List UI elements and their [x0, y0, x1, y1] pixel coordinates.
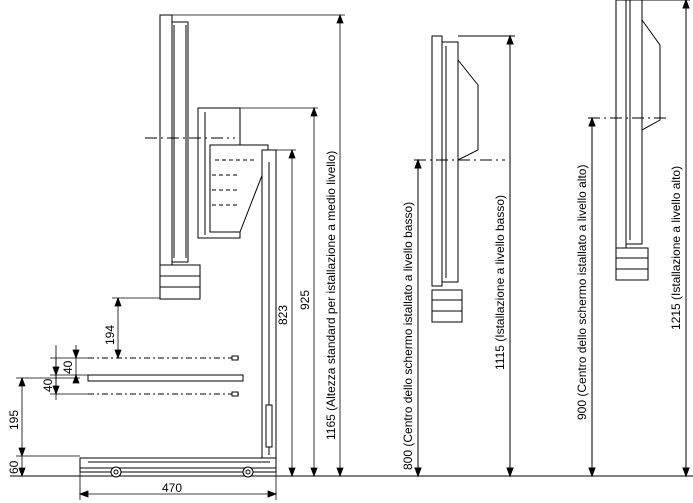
dim-label-1165: 1165 (Altezza standard per istallazione …	[324, 151, 338, 440]
dim-label-925: 925	[298, 290, 312, 310]
speaker-unit	[615, 247, 649, 281]
speaker-unit	[431, 289, 463, 323]
dim-label-800: 800 (Centro dello schermo istallato a li…	[401, 202, 415, 470]
speaker-unit	[159, 264, 201, 300]
stand-unit-low	[414, 34, 515, 478]
shelf	[87, 374, 244, 382]
dim-label-1115: 1115 (Istallazione a livello basso)	[493, 195, 507, 370]
wheel-icon	[110, 466, 122, 478]
dim-label-195: 195	[7, 410, 21, 430]
dim-label-40-upper: 40	[61, 360, 75, 374]
dim-label-823: 823	[276, 305, 290, 325]
dim-label-1215: 1215 (Istallazione a livello alto)	[669, 166, 683, 330]
dim-label-900: 900 (Centro dello schermo istallato a li…	[575, 165, 589, 420]
stand-base	[79, 457, 277, 469]
screen-panel	[159, 14, 173, 266]
stand-unit-medium	[79, 14, 277, 478]
dim-label-60: 60	[7, 460, 21, 474]
screen-panel	[431, 35, 443, 287]
stand-unit-high	[588, 0, 690, 478]
screen-panel	[615, 0, 627, 249]
wheel-icon	[242, 466, 254, 478]
dim-label-194: 194	[103, 325, 117, 345]
dim-label-40-lower: 40	[41, 378, 55, 392]
dim-label-470: 470	[162, 481, 182, 495]
